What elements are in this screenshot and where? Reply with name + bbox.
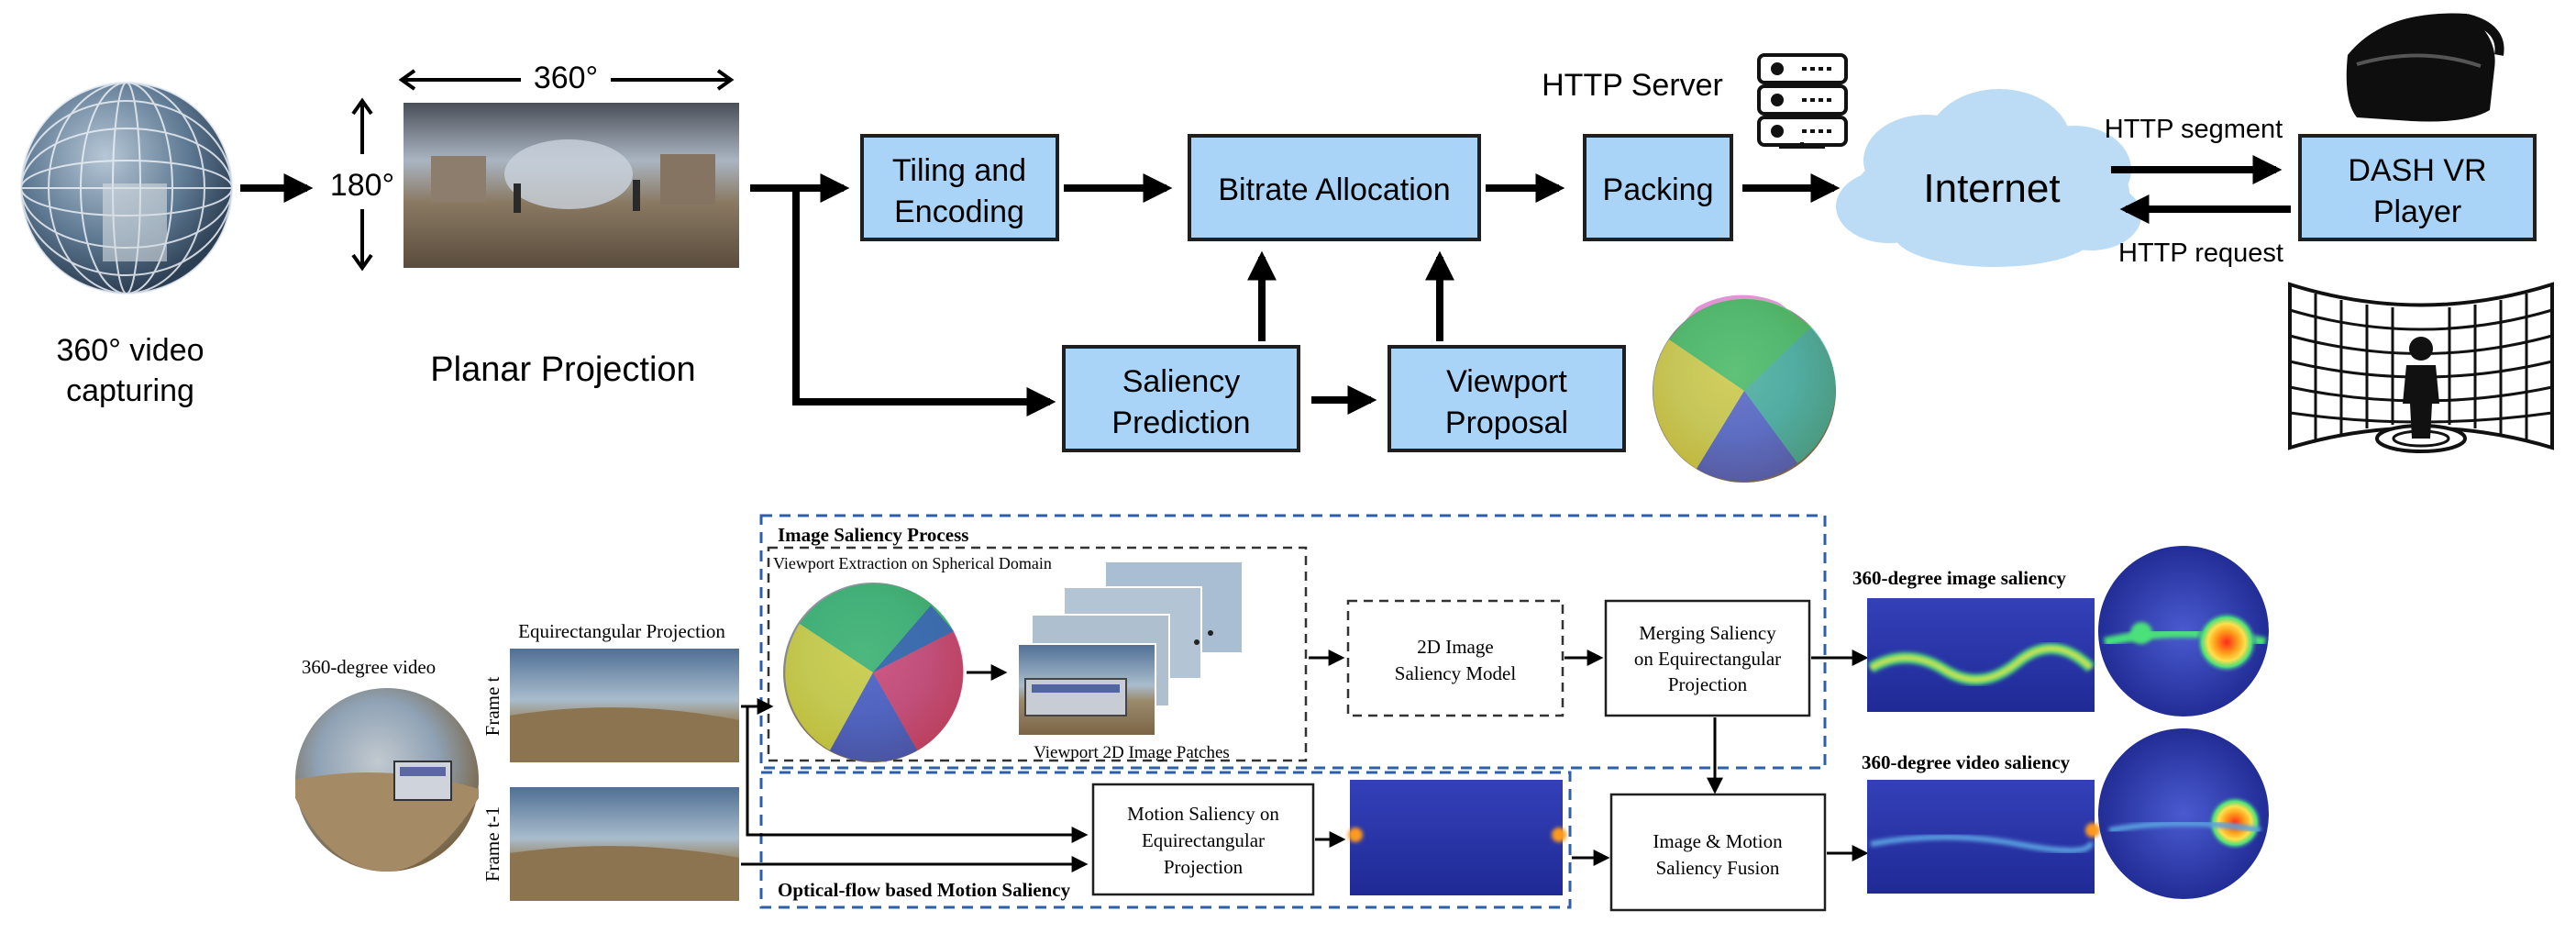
packing-label: Packing (1603, 172, 1714, 207)
video-saliency-label: 360-degree video saliency (1862, 751, 2071, 773)
viewport-colored-sphere (783, 583, 964, 762)
bitrate-allocation-box (1188, 134, 1481, 241)
motion-label-line1: Motion Saliency on (1127, 803, 1279, 825)
internet-label: Internet (1923, 166, 2060, 211)
image-saliency-map (1867, 598, 2095, 712)
merging-saliency-box (1604, 599, 1811, 717)
optical-flow-title: Optical-flow based Motion Saliency (778, 879, 1071, 901)
viewport-extraction-label: Viewport Extraction on Spherical Domain (773, 554, 1052, 572)
isp-title: Image Saliency Process (778, 524, 968, 546)
viewport-label-line1: Viewport (1446, 364, 1567, 399)
angle-vertical-label: 180° (330, 168, 394, 203)
capture-label-line2: capturing (66, 373, 194, 408)
motion-label-line2: Equirectangular (1142, 829, 1265, 851)
frame-t1-label: Frame t-1 (481, 806, 503, 882)
motion-saliency-box (1091, 783, 1315, 896)
horizontal-arrowhead-left (398, 69, 416, 91)
tiling-label-line2: Encoding (894, 194, 1024, 229)
bottom-video-sphere (295, 688, 479, 872)
image-saliency-sphere (2098, 546, 2269, 716)
fusion-label-line1: Image & Motion (1653, 830, 1783, 852)
vr-viewer-icon (2288, 282, 2554, 453)
vertical-arrowhead-bottom (351, 253, 373, 272)
http-segment-label: HTTP segment (2105, 115, 2283, 144)
model-label-line1: 2D Image (1417, 636, 1493, 658)
equirect-label: Equirectangular Projection (518, 620, 725, 642)
bottom-video-label: 360-degree video (302, 656, 436, 678)
viewport-proposal-box (1388, 345, 1626, 452)
projection-label: Planar Projection (430, 350, 695, 389)
image-saliency-label: 360-degree image saliency (1852, 567, 2066, 589)
merge-label-line1: Merging Saliency (1639, 622, 1776, 644)
merge-label-line3: Projection (1668, 673, 1748, 695)
saliency-label-line2: Prediction (1111, 405, 1250, 440)
merge-label-line2: on Equirectangular (1634, 648, 1781, 670)
vertical-arrowhead-top (351, 97, 373, 116)
vr-headset-icon (2346, 13, 2504, 122)
player-label-line1: DASH VR (2348, 153, 2486, 188)
horizontal-arrowhead-right (716, 69, 735, 91)
globe-icon (20, 82, 233, 294)
saliency-label-line1: Saliency (1122, 364, 1241, 399)
tiling-encoding-box (860, 134, 1059, 241)
arrow-to-saliency (792, 188, 1056, 417)
viewport-sphere-image (1653, 294, 1836, 483)
motion-saliency-map (1348, 780, 1566, 895)
saliency-prediction-box (1062, 345, 1300, 452)
frame-t-image (510, 649, 739, 762)
packing-box (1583, 134, 1733, 241)
video-saliency-sphere (2098, 728, 2269, 899)
bitrate-label: Bitrate Allocation (1218, 172, 1450, 207)
video-saliency-map (1867, 780, 2100, 894)
http-request-label: HTTP request (2118, 239, 2283, 268)
angle-horizontal-label: 360° (534, 61, 598, 95)
2d-saliency-model-box (1346, 599, 1564, 717)
player-label-line2: Player (2373, 194, 2461, 229)
capture-label-line1: 360° video (56, 333, 204, 368)
http-server-label: HTTP Server (1542, 68, 1723, 103)
frame-t-label: Frame t (481, 676, 503, 736)
viewport-label-line2: Proposal (1445, 405, 1568, 440)
fusion-box (1609, 793, 1827, 912)
viewport-patches-label: Viewport 2D Image Patches (1034, 743, 1230, 762)
internet-cloud (1836, 89, 2141, 267)
optical-flow-region (759, 771, 1572, 909)
tiling-label-line1: Tiling and (892, 153, 1026, 188)
frame-t1-image (510, 787, 739, 901)
dash-vr-player-box (2298, 134, 2537, 241)
motion-label-line3: Projection (1164, 856, 1244, 878)
fusion-label-line2: Saliency Fusion (1656, 857, 1780, 879)
model-label-line2: Saliency Model (1395, 662, 1517, 684)
image-saliency-process-region (759, 514, 1827, 770)
panorama-image (404, 103, 739, 268)
server-icon (1757, 53, 1848, 149)
viewport-patches-image (1017, 561, 1244, 737)
